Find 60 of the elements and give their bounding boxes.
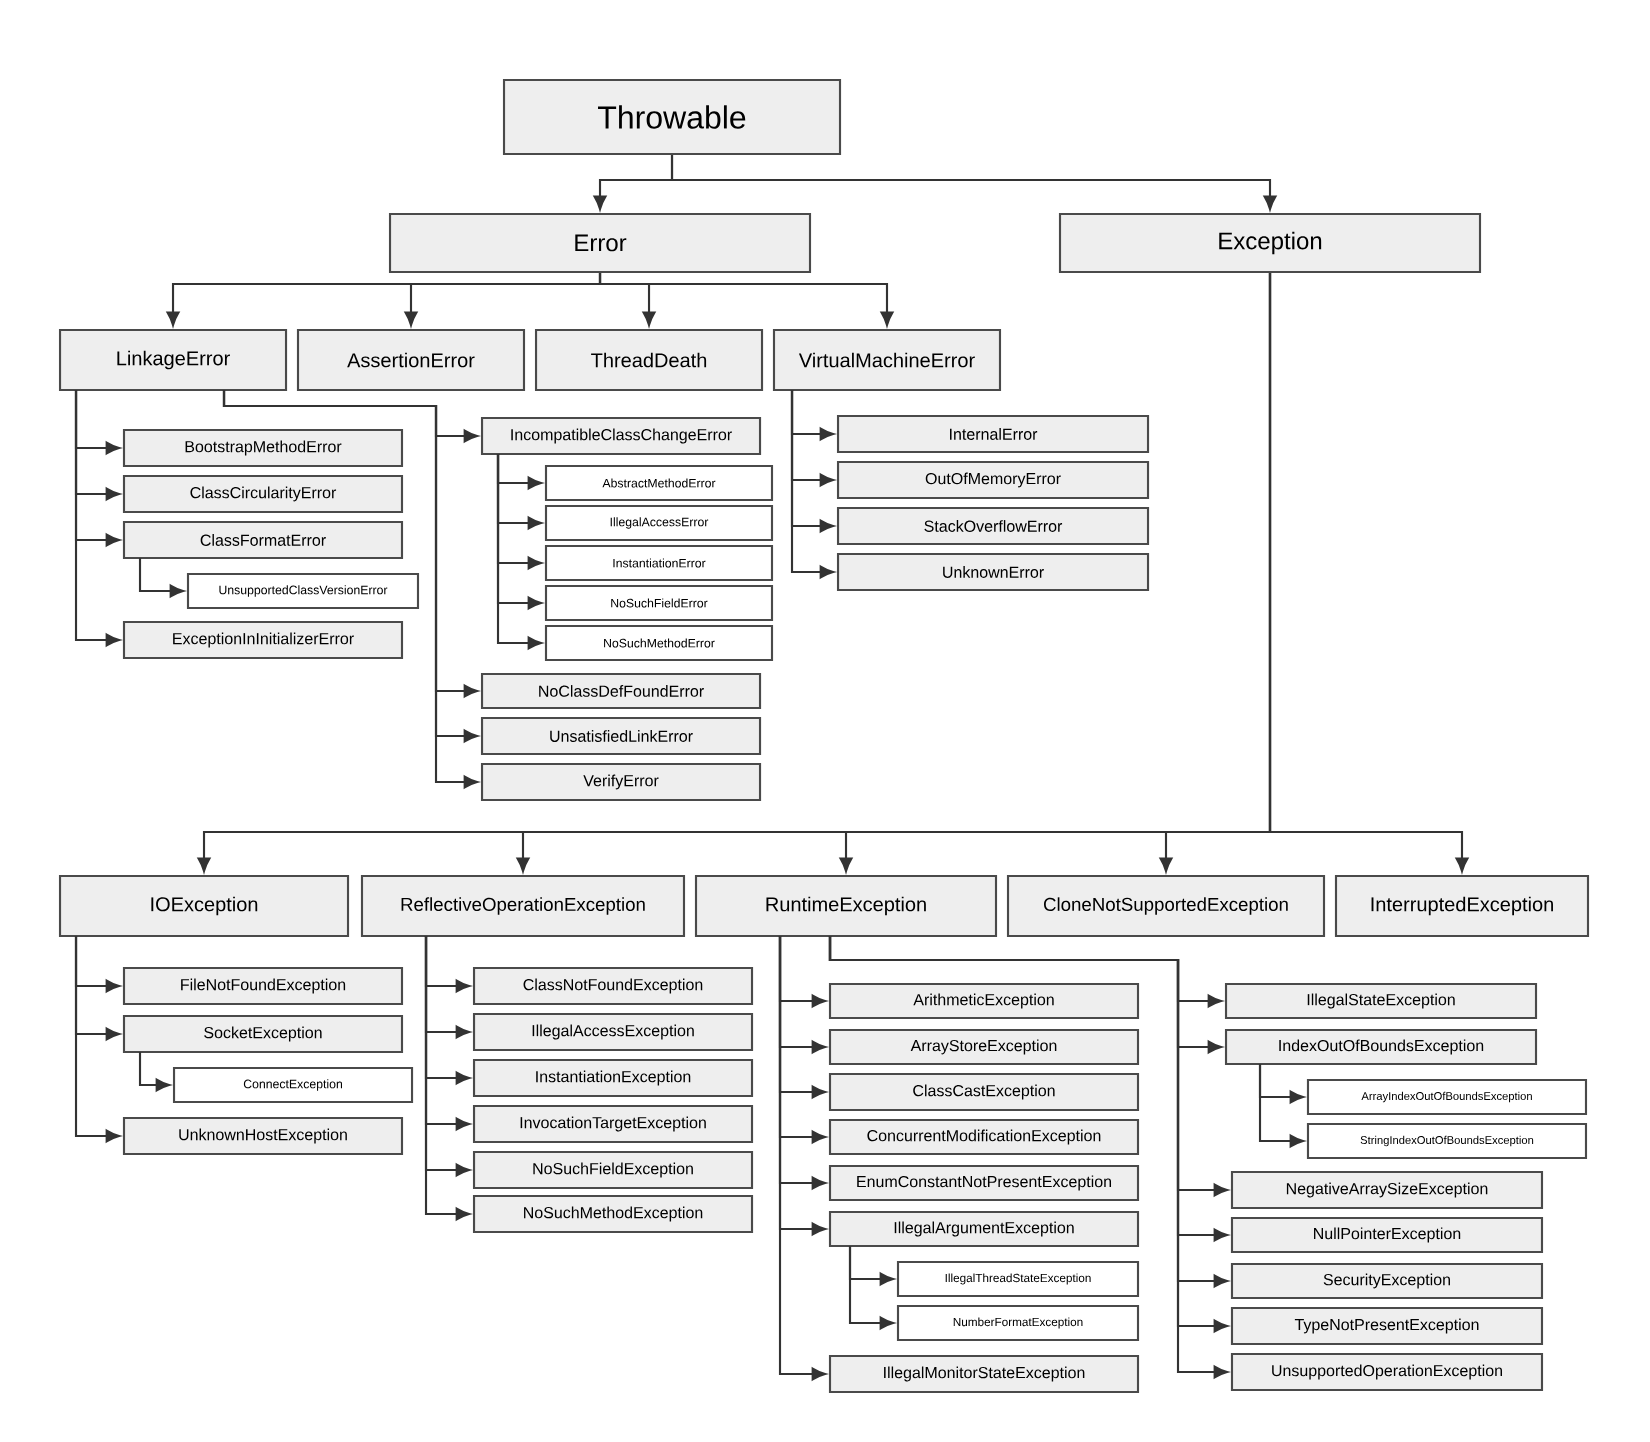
arrow: [598, 273, 894, 327]
arrow: [138, 1052, 171, 1092]
arrow: [1268, 273, 1469, 873]
class-box: UnsupportedOperationException: [1230, 1352, 1544, 1392]
class-box: ReflectiveOperationException: [360, 874, 686, 938]
class-box: Error: [388, 212, 812, 274]
class-box: NoSuchFieldException: [472, 1150, 754, 1190]
class-box: EnumConstantNotPresentException: [828, 1164, 1140, 1202]
class-box: ClassNotFoundException: [472, 966, 754, 1006]
class-box: Exception: [1058, 212, 1482, 274]
class-box: BootstrapMethodError: [122, 428, 404, 468]
class-box: SecurityException: [1230, 1262, 1544, 1300]
class-box: IllegalArgumentException: [828, 1210, 1140, 1248]
class-box: ClassCircularityError: [122, 474, 404, 514]
class-box: InternalError: [836, 414, 1150, 454]
arrow: [138, 558, 185, 598]
class-box: TypeNotPresentException: [1230, 1306, 1544, 1346]
arrow: [496, 454, 543, 650]
class-box: ArithmeticException: [828, 982, 1140, 1020]
class-box: ConcurrentModificationException: [828, 1118, 1140, 1156]
class-box: NoSuchMethodException: [472, 1194, 754, 1234]
class-box: AssertionError: [296, 328, 526, 392]
class-box: CloneNotSupportedException: [1006, 874, 1326, 938]
class-box: NoClassDefFoundError: [480, 672, 762, 710]
class-box: FileNotFoundException: [122, 966, 404, 1006]
class-box: IncompatibleClassChangeError: [480, 416, 762, 456]
arrow: [74, 936, 121, 1143]
class-box: InvocationTargetException: [472, 1104, 754, 1144]
class-box: IOException: [58, 874, 350, 938]
class-box: NullPointerException: [1230, 1216, 1544, 1254]
arrow: [848, 1246, 895, 1330]
class-box: IndexOutOfBoundsException: [1224, 1028, 1538, 1066]
class-box: ExceptionInInitializerError: [122, 620, 404, 660]
arrow: [74, 390, 121, 647]
class-box: InstantiationException: [472, 1058, 754, 1098]
class-box: OutOfMemoryError: [836, 460, 1150, 500]
arrow: [778, 936, 827, 1381]
class-box: UnsatisfiedLinkError: [480, 716, 762, 756]
class-box: IllegalStateException: [1224, 982, 1538, 1020]
class-box: RuntimeException: [694, 874, 998, 938]
class-box: StackOverflowError: [836, 506, 1150, 546]
class-box: ArrayStoreException: [828, 1028, 1140, 1066]
class-box: IllegalMonitorStateException: [828, 1354, 1140, 1394]
class-box: ClassFormatError: [122, 520, 404, 560]
class-box: ThreadDeath: [534, 328, 764, 392]
class-box: VerifyError: [480, 762, 762, 802]
class-box: NegativeArraySizeException: [1230, 1170, 1544, 1210]
class-box: LinkageError: [58, 328, 288, 392]
class-box: VirtualMachineError: [772, 328, 1002, 392]
arrow: [424, 936, 471, 1221]
arrow: [1258, 1064, 1305, 1148]
arrow: [790, 390, 835, 579]
arrow: [670, 155, 1277, 211]
class-box: Throwable: [502, 78, 842, 156]
class-box: InterruptedException: [1334, 874, 1590, 938]
class-box: UnknownHostException: [122, 1116, 404, 1156]
class-box: IllegalAccessException: [472, 1012, 754, 1052]
class-box: ClassCastException: [828, 1072, 1140, 1112]
class-box: SocketException: [122, 1014, 404, 1054]
class-box: UnknownError: [836, 552, 1150, 592]
